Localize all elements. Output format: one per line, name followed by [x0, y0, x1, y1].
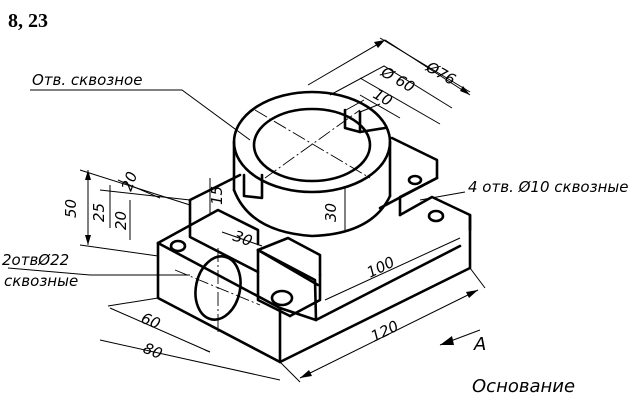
label-two-holes-2: сквозные: [4, 272, 78, 290]
dim-h20-top: 20: [118, 169, 141, 193]
mount-hole-left-back: [169, 239, 187, 253]
mount-hole-front: [270, 289, 294, 307]
dim-w60: 60: [139, 309, 163, 333]
label-through-hole: Отв. сквозное: [32, 71, 142, 89]
side-hole-d22: [194, 255, 242, 321]
center-lines: [174, 109, 371, 332]
dim-h15: 15: [208, 186, 226, 205]
view-arrow-label: A: [473, 334, 486, 355]
dim-w80: 80: [141, 339, 165, 363]
arrowheads: [85, 40, 478, 378]
dim-h25: 25: [90, 203, 108, 222]
dim-h30-boss: 30: [322, 203, 340, 222]
base-plate: [156, 195, 472, 364]
holes: [169, 174, 445, 321]
dimension-lines: [7, 37, 486, 383]
dim-w30: 30: [231, 227, 255, 250]
label-two-holes-1: 2отвØ22: [2, 251, 69, 269]
dim-len100: 100: [364, 253, 398, 282]
cylinder-boss: [232, 90, 392, 238]
label-base: Основание: [472, 376, 575, 397]
label-four-holes: 4 отв. Ø10 сквозные: [468, 178, 628, 196]
dim-len120: 120: [368, 317, 402, 346]
problem-number: 8, 23: [8, 10, 48, 32]
central-block: [188, 136, 439, 318]
mount-hole-right: [427, 209, 445, 223]
dim-h50: 50: [62, 199, 80, 218]
mount-hole-back: [407, 174, 423, 186]
dim-h20: 20: [112, 211, 130, 230]
